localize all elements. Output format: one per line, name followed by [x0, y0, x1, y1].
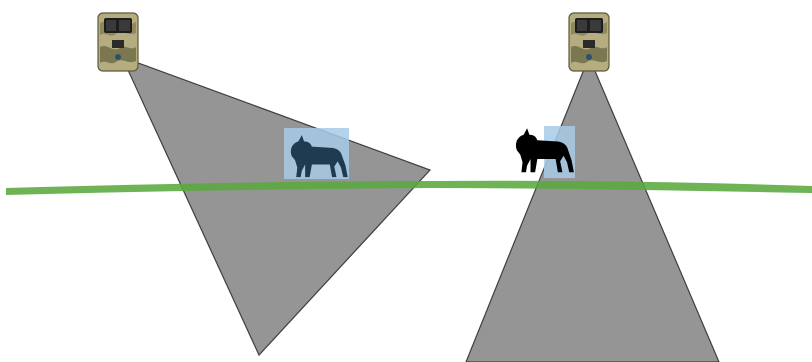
camera-lens: [115, 54, 121, 60]
trail-camera-icon: [97, 12, 139, 72]
ground-line: [6, 180, 812, 195]
detection-zone-left: [120, 55, 432, 357]
trail-camera-icon: [568, 12, 610, 72]
lynx-partly-inside-zone: [515, 126, 575, 178]
camera-lens: [586, 54, 592, 60]
lynx-inside-zone: [284, 128, 349, 179]
detection-zone-right: [465, 55, 720, 362]
